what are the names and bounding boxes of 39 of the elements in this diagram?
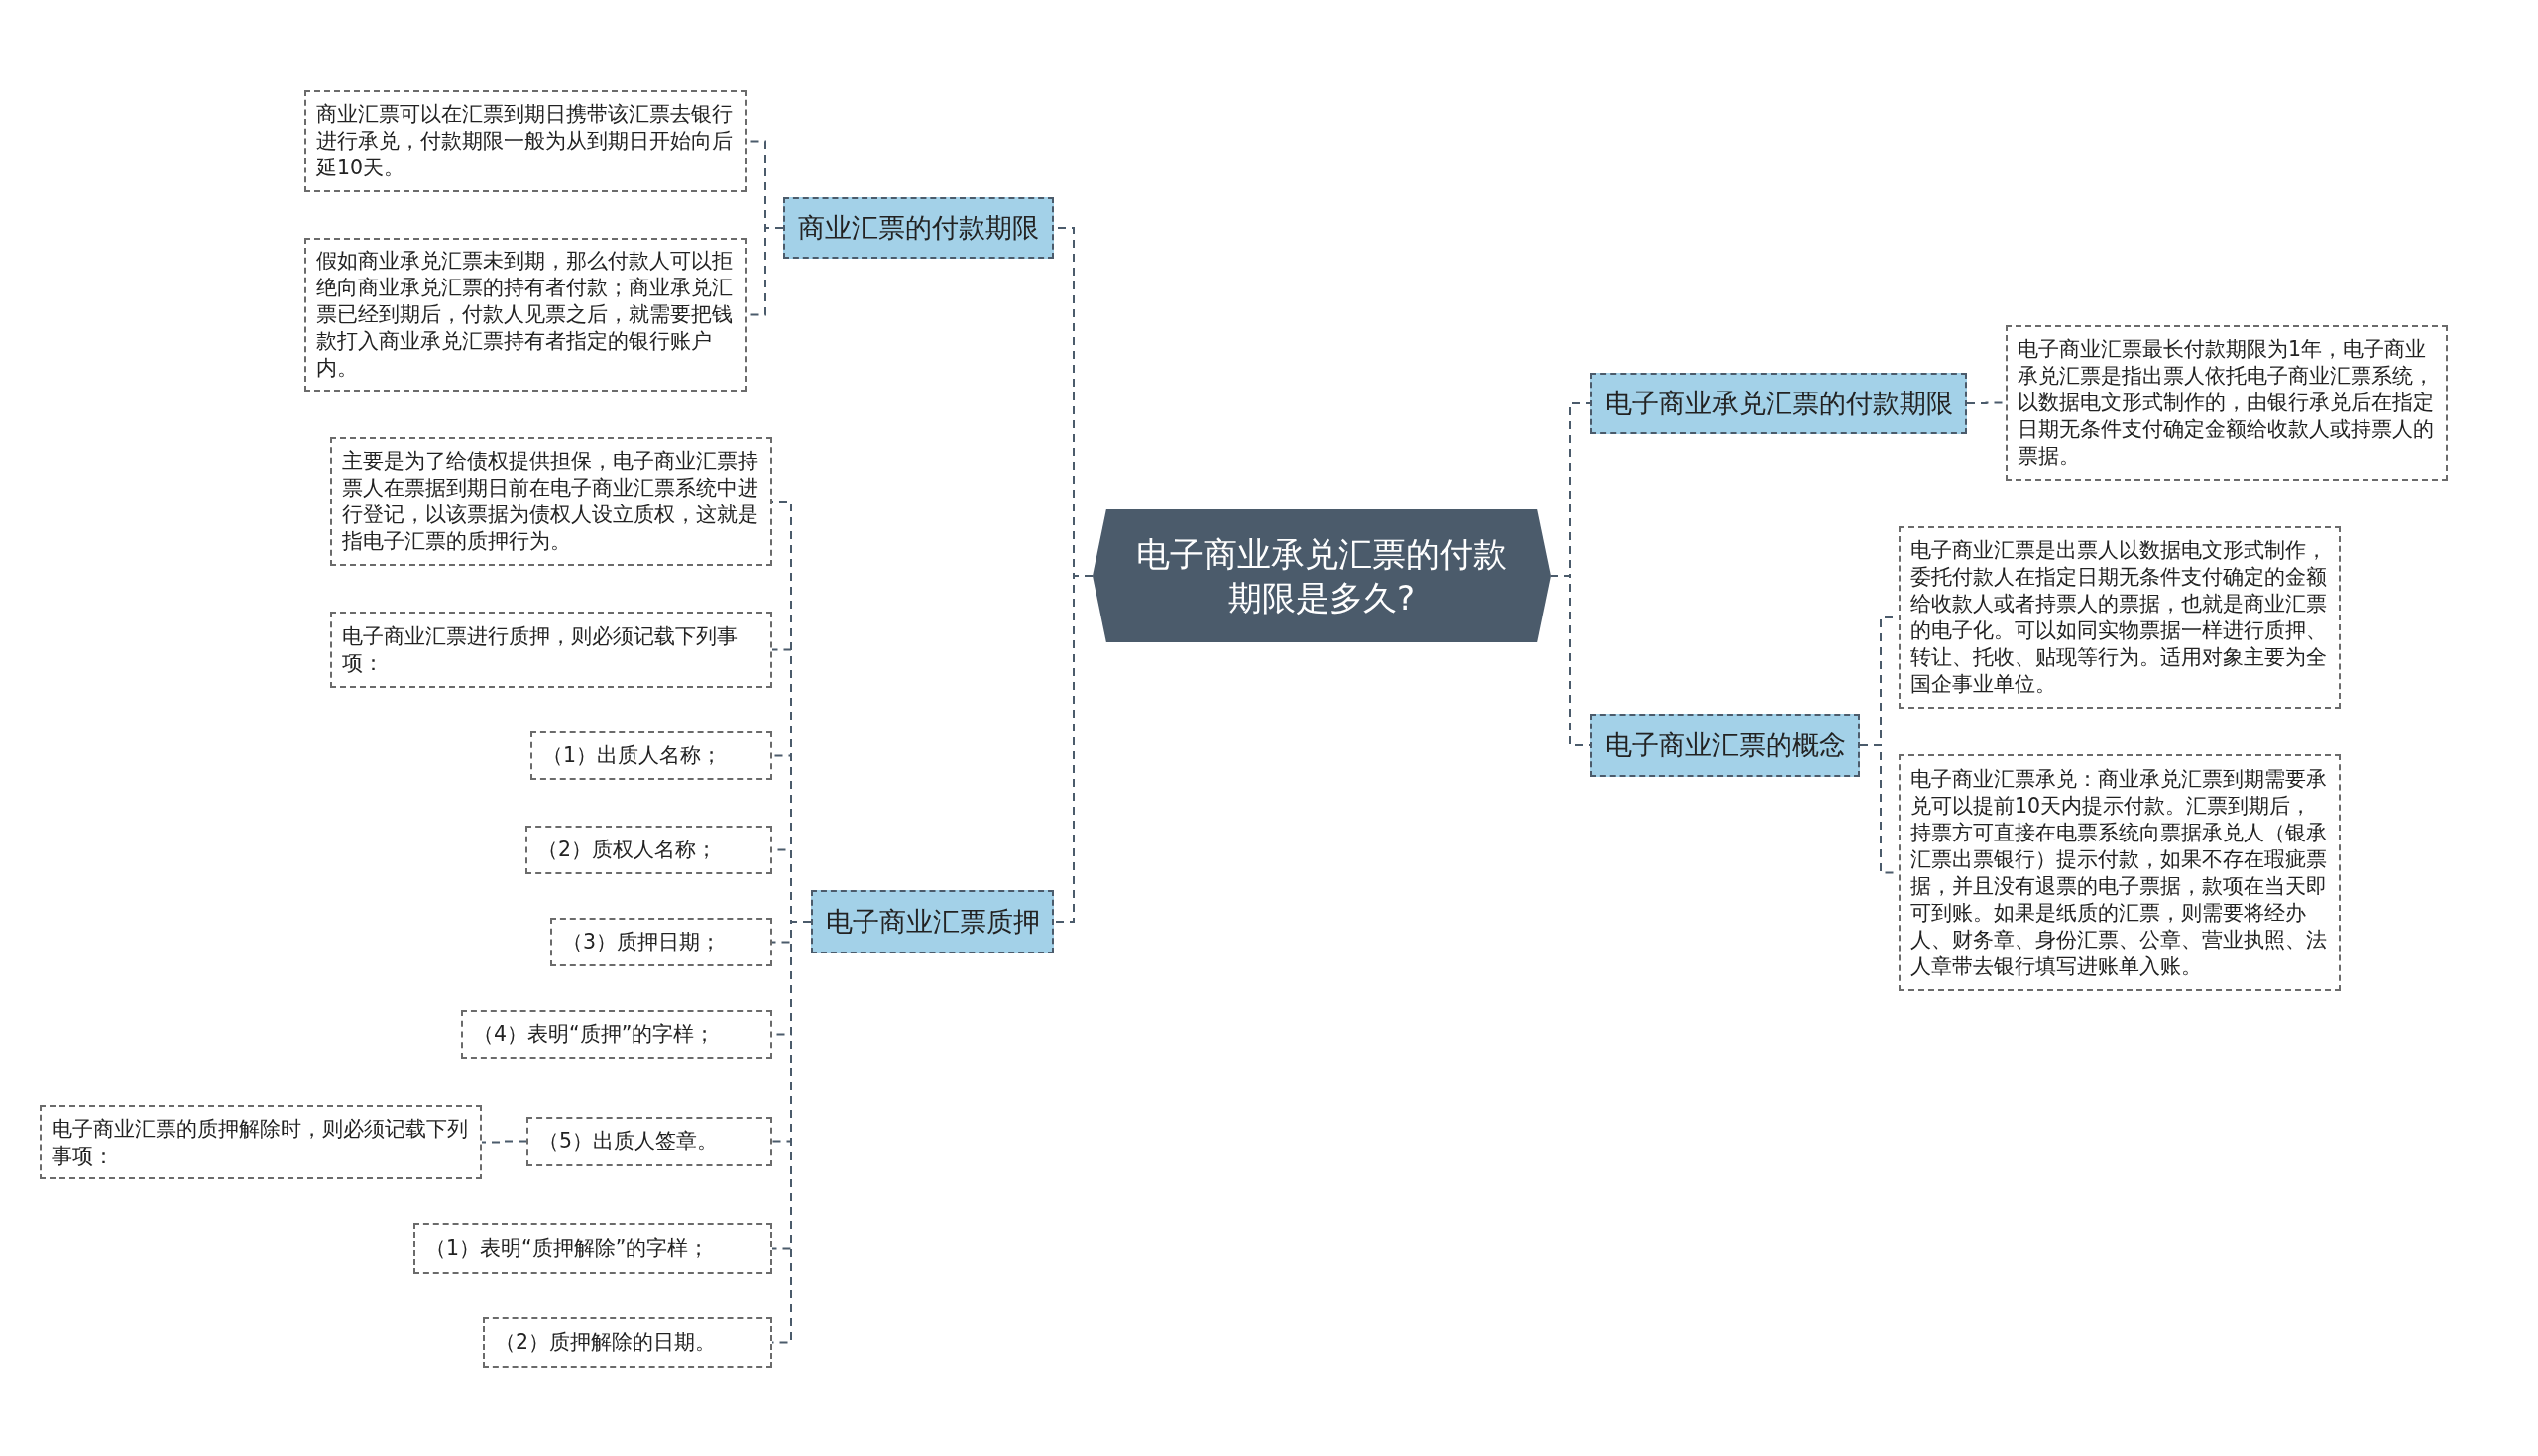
topic-box — [1590, 373, 1967, 434]
topic-text: 电子商业汇票的概念 — [1604, 728, 1846, 762]
note-box — [530, 731, 772, 780]
topic-text: （2）质权人名称； — [537, 837, 718, 863]
note-box — [1899, 526, 2341, 709]
topic-text: （1）出质人名称； — [542, 742, 723, 769]
topic-text: 电子商业汇票进行质押，则必须记载下列事项： — [342, 622, 739, 677]
note-box — [526, 1117, 772, 1166]
note-box — [304, 238, 747, 392]
topic-text: 电子商业汇票最长付款期限为1年，电子商业承兑汇票是指出票人依托电子商业汇票系统，以数据电文形式制作的，由银行承兑后在指定日期无条件支付确定金额给收款人或持票人的票据。 — [2018, 336, 2435, 470]
topic-text: （4）表明“质押”的字样； — [473, 1021, 716, 1048]
note-box — [304, 90, 747, 192]
topic-text: 电子商业汇票的质押解除时，则必须记载下列事项： — [52, 1115, 469, 1170]
topic-text: （2）质押解除的日期。 — [495, 1329, 717, 1356]
note-box — [2006, 325, 2448, 481]
note-box — [40, 1105, 482, 1179]
note-box — [330, 612, 772, 688]
note-box — [550, 918, 772, 966]
topic-text: （1）表明“质押解除”的字样； — [425, 1235, 710, 1262]
topic-text: 电子商业承兑汇票的付款期限是多久? — [1135, 533, 1508, 619]
topic-box — [811, 890, 1054, 953]
topic-text: 电子商业汇票是出票人以数据电文形式制作，委托付款人在指定日期无条件支付确定的金额给收款人或者持票人的票据，也就是商业汇票的电子化。可以如同实物票据一样进行质押、转让、托收、贴现等行为。适用对象主要为全国企事业单位。 — [1910, 537, 2328, 698]
note-box — [330, 437, 772, 566]
note-box — [525, 826, 772, 874]
topic-box — [783, 197, 1054, 259]
topic-text: 商业汇票可以在汇票到期日携带该汇票去银行进行承兑，付款期限一般为从到期日开始向后延10天。 — [316, 101, 734, 181]
topic-text: 电子商业汇票承兑：商业承兑汇票到期需要承兑可以提前10天内提示付款。汇票到期后，持票方可直接在电票系统向票据承兑人（银承汇票出票银行）提示付款，如果不存在瑕疵票据，并且没有退票的电子票据，款项在当天即可到账。如果是纸质的汇票，则需要将经办人、财务章、身份汇票、公章、营业执照、法人章带去银行填写进账单入账。 — [1910, 765, 2328, 980]
topic-text: （5）出质人签章。 — [538, 1128, 719, 1155]
topic-text: （3）质押日期； — [562, 929, 722, 955]
topic-text: 电子商业汇票质押 — [825, 905, 1040, 939]
connector-line — [481, 1140, 527, 1144]
topic-box — [1590, 714, 1860, 777]
topic-text: 商业汇票的付款期限 — [798, 211, 1039, 245]
note-box — [413, 1223, 772, 1274]
topic-text: 假如商业承兑汇票未到期，那么付款人可以拒绝向商业承兑汇票的持有者付款；商业承兑汇票已经到期后，付款人见票之后，就需要把钱款打入商业承兑汇票持有者指定的银行账户内。 — [316, 248, 734, 382]
topic-text: 电子商业承兑汇票的付款期限 — [1604, 387, 1953, 420]
note-box — [461, 1010, 772, 1059]
topic-text: 主要是为了给债权提供担保，电子商业汇票持票人在票据到期日前在电子商业汇票系统中进行登记，以该票据为债权人设立质权，这就是指电子汇票的质押行为。 — [342, 448, 759, 555]
note-box — [483, 1317, 772, 1368]
